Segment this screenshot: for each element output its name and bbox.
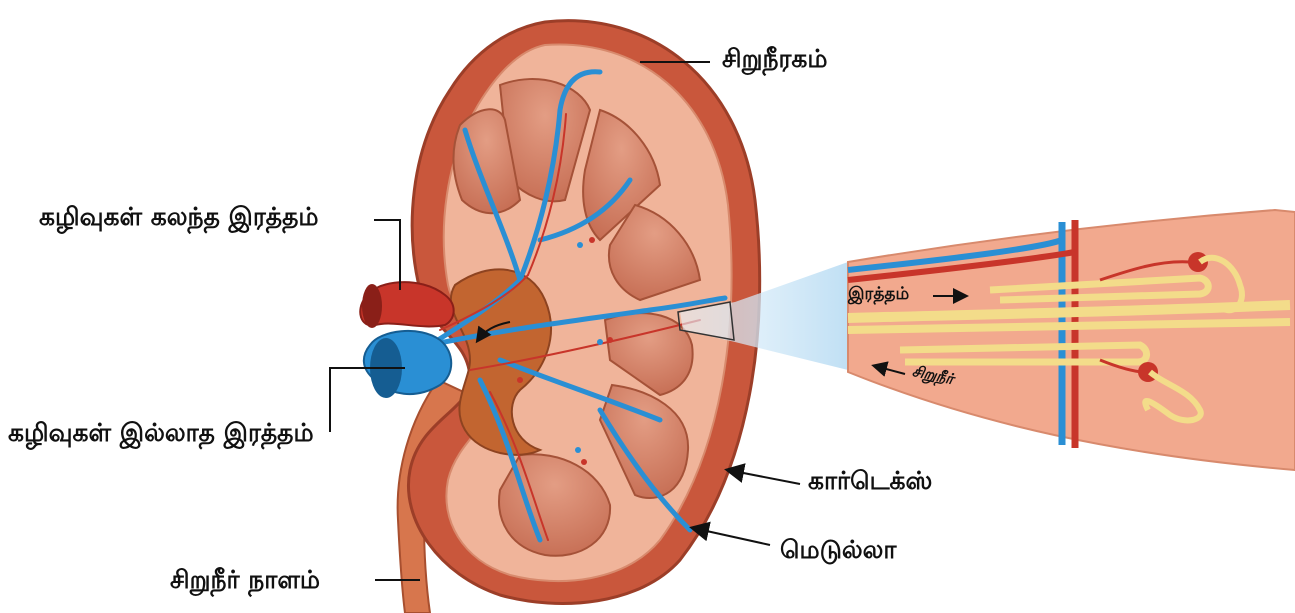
leader-medulla (693, 528, 770, 545)
label-cortex: கார்டெக்ஸ் (808, 468, 932, 493)
label-impure-blood: கழிவுகள் கலந்த இரத்தம் (39, 204, 318, 229)
nephron-inset (848, 210, 1295, 470)
label-pure-blood: கழிவுகள் இல்லாத இரத்தம் (8, 420, 314, 445)
label-inset-blood: இரத்தம் (848, 286, 909, 303)
label-medulla: மெடுல்லா (780, 537, 896, 562)
leader-impure-blood (374, 220, 400, 290)
label-kidney: சிறுநீரகம் (722, 46, 828, 71)
leader-cortex (728, 470, 800, 484)
label-ureter: சிறுநீர் நாளம் (170, 567, 320, 592)
renal-artery-opening (362, 284, 382, 328)
